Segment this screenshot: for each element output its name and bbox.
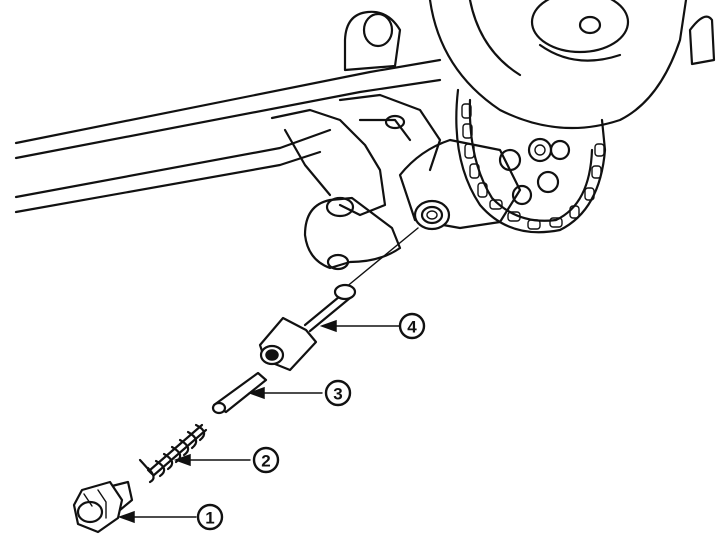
callout-1-label: 1 — [205, 509, 214, 528]
callout-1: 1 — [196, 503, 224, 531]
assembly-axis — [344, 227, 419, 289]
callout-4: 4 — [398, 312, 426, 340]
chain-sprocket — [455, 88, 607, 234]
timing-pulley — [428, 0, 688, 130]
tensioner-plunger — [258, 283, 357, 372]
callout-3-label: 3 — [333, 385, 342, 404]
pin — [211, 371, 268, 415]
spring — [138, 423, 208, 484]
plug-bolt — [72, 480, 134, 534]
callout-2: 2 — [252, 446, 280, 474]
callout-2-label: 2 — [261, 452, 270, 471]
callout-4-label: 4 — [407, 318, 417, 337]
callout-leaders — [117, 319, 401, 524]
callout-3: 3 — [324, 379, 352, 407]
engine-frame — [14, 10, 716, 271]
